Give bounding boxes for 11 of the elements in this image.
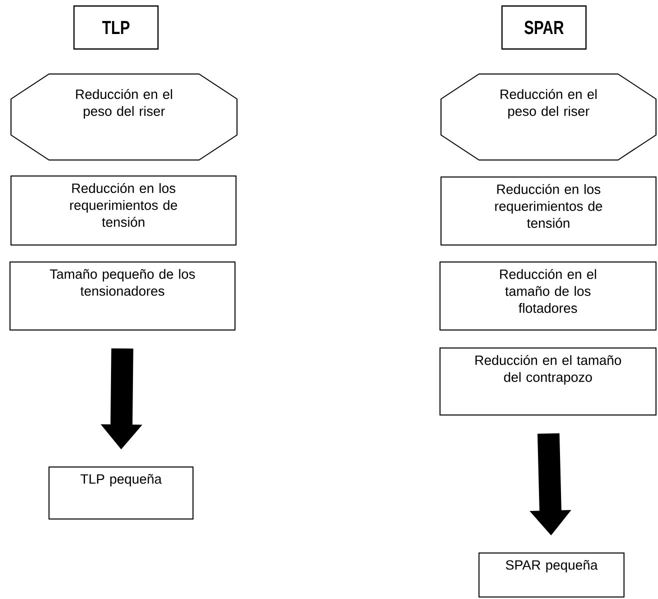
process-box: Reducción en el tamaño de los flotadores xyxy=(440,262,656,330)
title-box: SPAR xyxy=(501,5,587,50)
octagon-box: Reducción en el peso del riser xyxy=(10,74,238,160)
octagon-box: Reducción en el peso del riser xyxy=(440,74,656,160)
process-box: Reducción en los requerimientos de tensión xyxy=(10,176,236,246)
result-box: SPAR pequeña xyxy=(478,552,624,598)
process-box: Reducción en los requerimientos de tensión xyxy=(440,176,656,246)
process-box: Tamaño pequeño de los tensionadores xyxy=(10,262,236,330)
title-box: TLP xyxy=(73,5,159,50)
process-box: Reducción en el tamaño del contrapozo xyxy=(440,348,656,416)
result-box: TLP pequeña xyxy=(48,466,194,520)
